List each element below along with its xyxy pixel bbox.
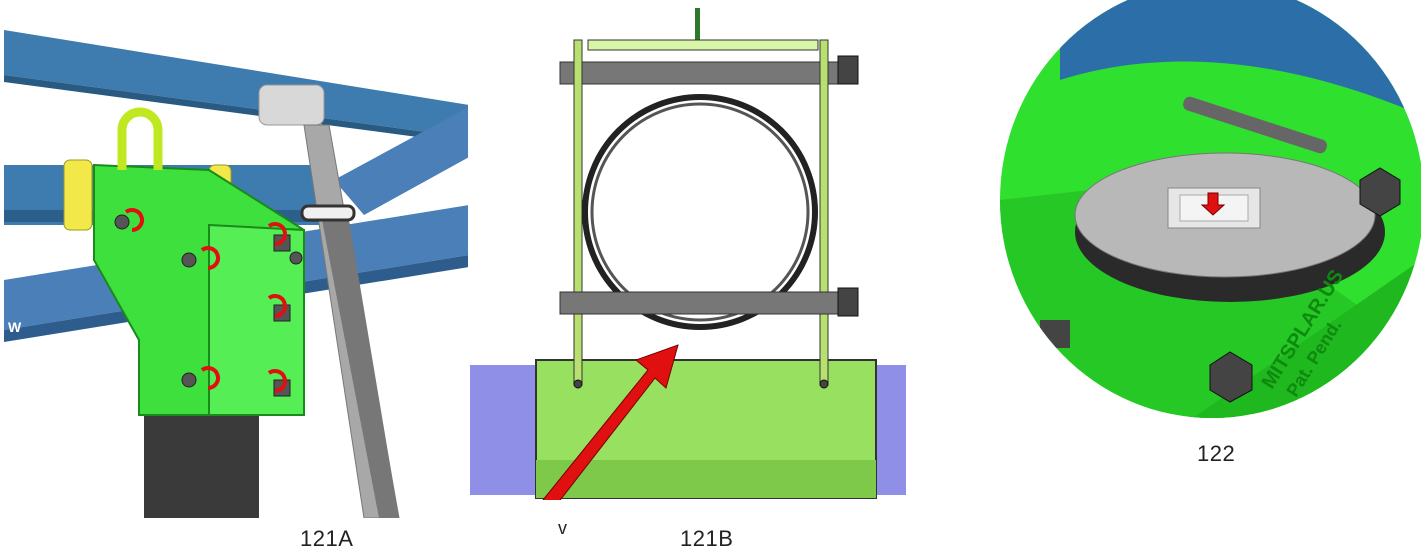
gray-rod <box>1183 96 1327 154</box>
figure-122-drawing: MITSPLAR.US Pat. Pend. <box>1000 0 1421 420</box>
caption-121a: 121A <box>300 526 354 551</box>
red-down-arrow <box>1200 192 1226 216</box>
pipe-clamp-illustration <box>470 8 906 500</box>
red-arrow <box>542 344 679 500</box>
figure-121a-drawing: W <box>4 30 500 518</box>
pipe-cross-section <box>582 94 818 330</box>
tee-fitting <box>258 84 325 126</box>
blue-overhang <box>1060 0 1421 115</box>
plate-detail-illustration: MITSPLAR.US Pat. Pend. <box>1000 0 1421 418</box>
bracket-assembly-illustration: W <box>4 30 500 518</box>
arrow-tick: v <box>558 518 568 538</box>
bottom-clamp-bar <box>559 291 851 315</box>
caption-121b: 121B <box>680 526 734 551</box>
rotation-arrows <box>124 208 287 393</box>
top-pipe <box>4 30 500 142</box>
top-clamp-bar <box>559 61 851 85</box>
figure-121b-drawing <box>468 0 908 500</box>
hex-bolt-bottom <box>1209 351 1253 403</box>
hex-bolt-top <box>1359 167 1401 217</box>
lifting-ring <box>117 107 163 170</box>
beam-marking: W <box>8 319 22 335</box>
caption-122: 122 <box>1197 441 1236 466</box>
